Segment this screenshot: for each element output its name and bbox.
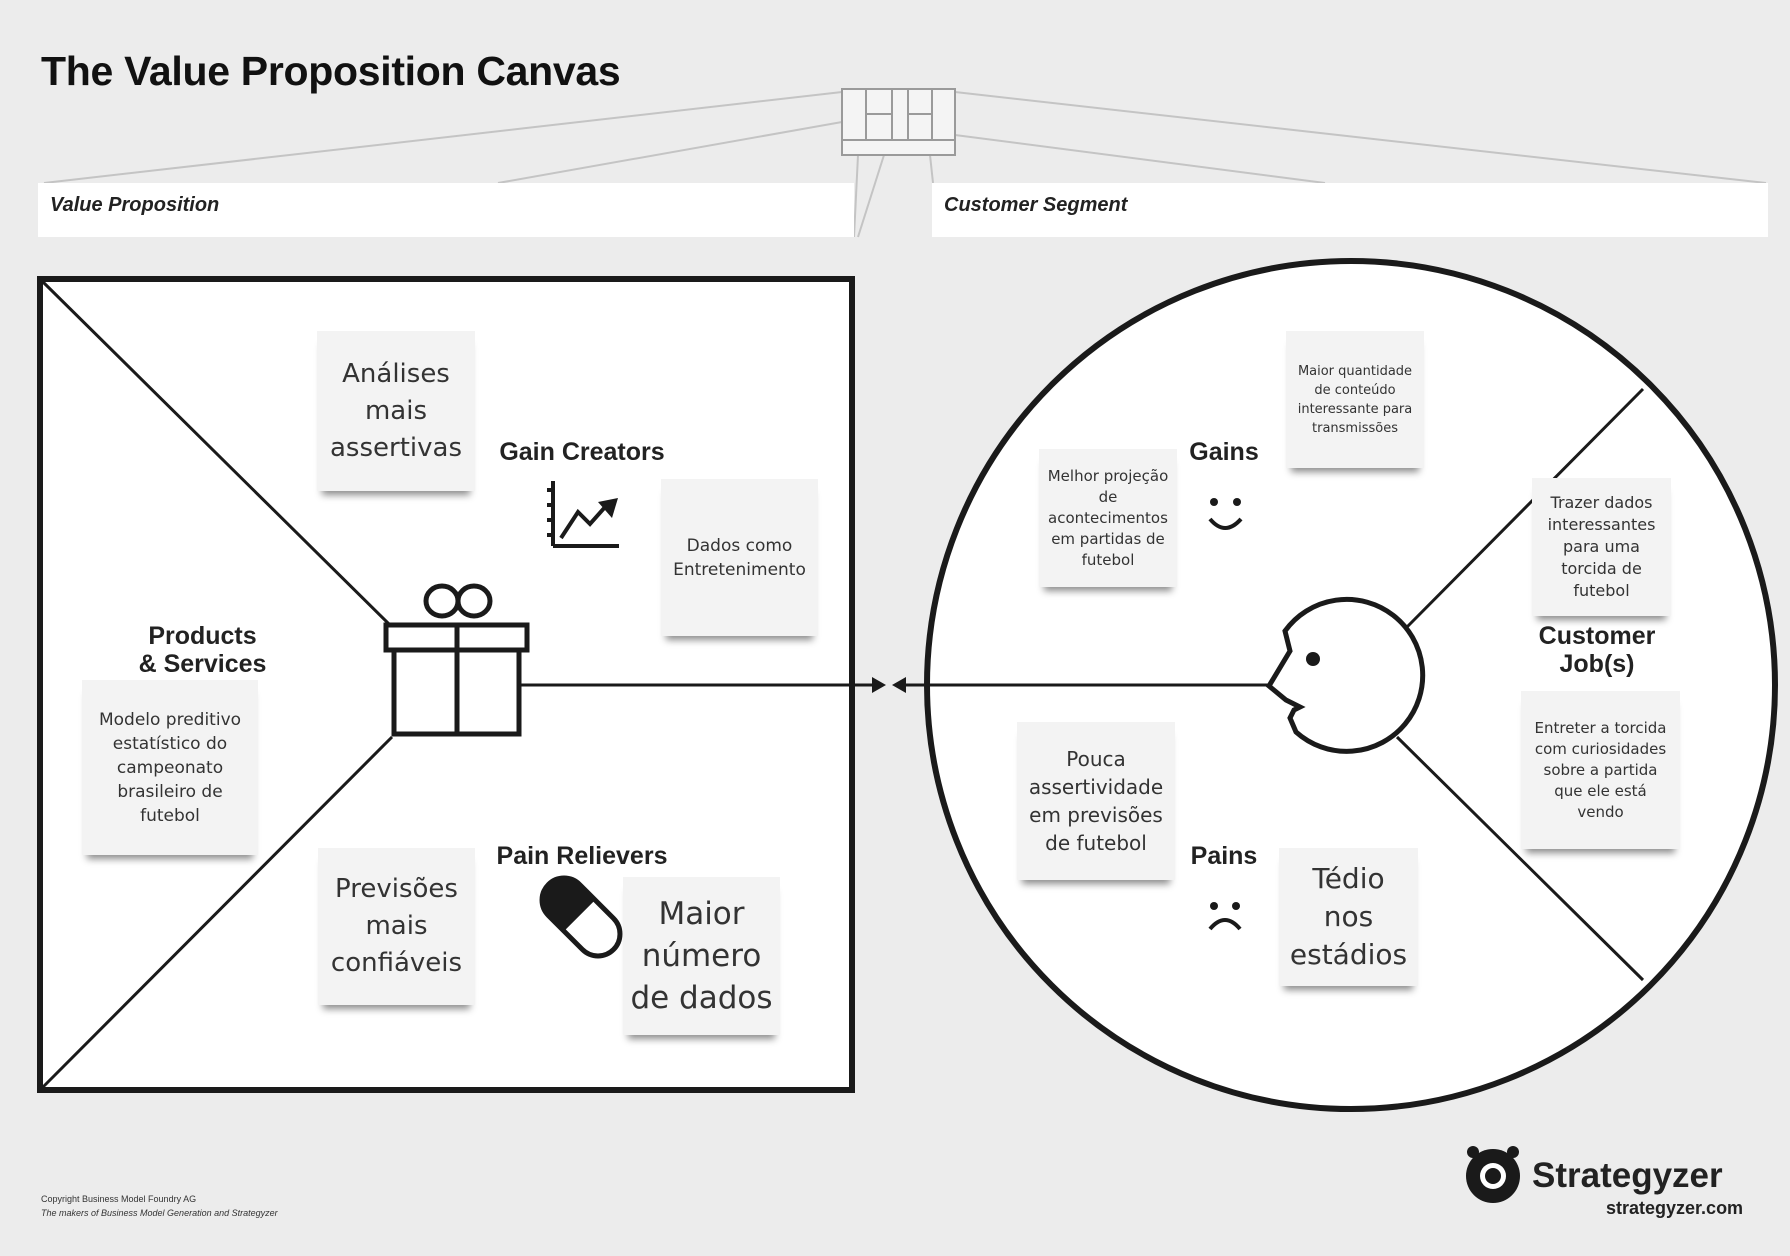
label-pain-relievers: Pain Relievers [496,842,668,870]
arrow-head-right [872,677,886,693]
pill-icon [539,875,623,959]
smile-icon [1208,517,1243,530]
sticky-note[interactable]: Previsões mais confiáveis [318,848,475,1005]
sticky-note[interactable]: Trazer dados interessantes para uma torc… [1532,478,1671,616]
sticky-note[interactable]: Tédio nos estádios [1279,848,1418,986]
tagline-line: The makers of Business Model Generation … [41,1208,278,1218]
value-map-dividers [41,280,878,1089]
copyright-line: Copyright Business Model Foundry AG [41,1194,197,1204]
page-title: The Value Proposition Canvas [41,48,621,94]
gift-icon [383,583,530,737]
label-products-services: Products & Services [138,622,267,678]
brand-name: Strategyzer [1532,1156,1723,1195]
label-gain-creators: Gain Creators [499,438,665,466]
header-connector-lines [43,91,1767,238]
sticky-note[interactable]: Entreter a torcida com curiosidades sobr… [1521,691,1680,849]
customer-eye [1306,652,1320,666]
sticky-note[interactable]: Modelo preditivo estatístico do campeona… [82,680,258,855]
customer-profile-dividers [906,387,1645,982]
frown-icon [1208,918,1242,931]
value-proposition-header: Value Proposition [38,183,854,237]
sticky-note[interactable]: Melhor projeção de acontecimentos em par… [1039,449,1177,587]
sticky-note[interactable]: Análises mais assertivas [317,331,475,491]
sticky-note[interactable]: Pouca assertividade em previsões de fute… [1017,722,1175,880]
customer-face-icon [1265,596,1426,754]
arrow-head-left [892,677,906,693]
sticky-note[interactable]: Maior quantidade de conteúdo interessant… [1286,331,1424,468]
label-pains: Pains [1190,842,1258,870]
sticky-note[interactable]: Maior número de dados [623,877,780,1035]
sticky-note[interactable]: Dados como Entretenimento [661,479,818,636]
label-gains: Gains [1189,438,1259,466]
label-customer-jobs: Customer Job(s) [1538,622,1656,678]
customer-segment-header: Customer Segment [932,183,1768,237]
canvas-thumbnail-icon [841,88,956,156]
chart-growth-icon [547,481,619,548]
copyright-text: Copyright Business Model Foundry AG The … [41,1192,278,1220]
strategyzer-logo-icon [1466,1146,1520,1203]
brand-url[interactable]: strategyzer.com [1606,1198,1744,1218]
